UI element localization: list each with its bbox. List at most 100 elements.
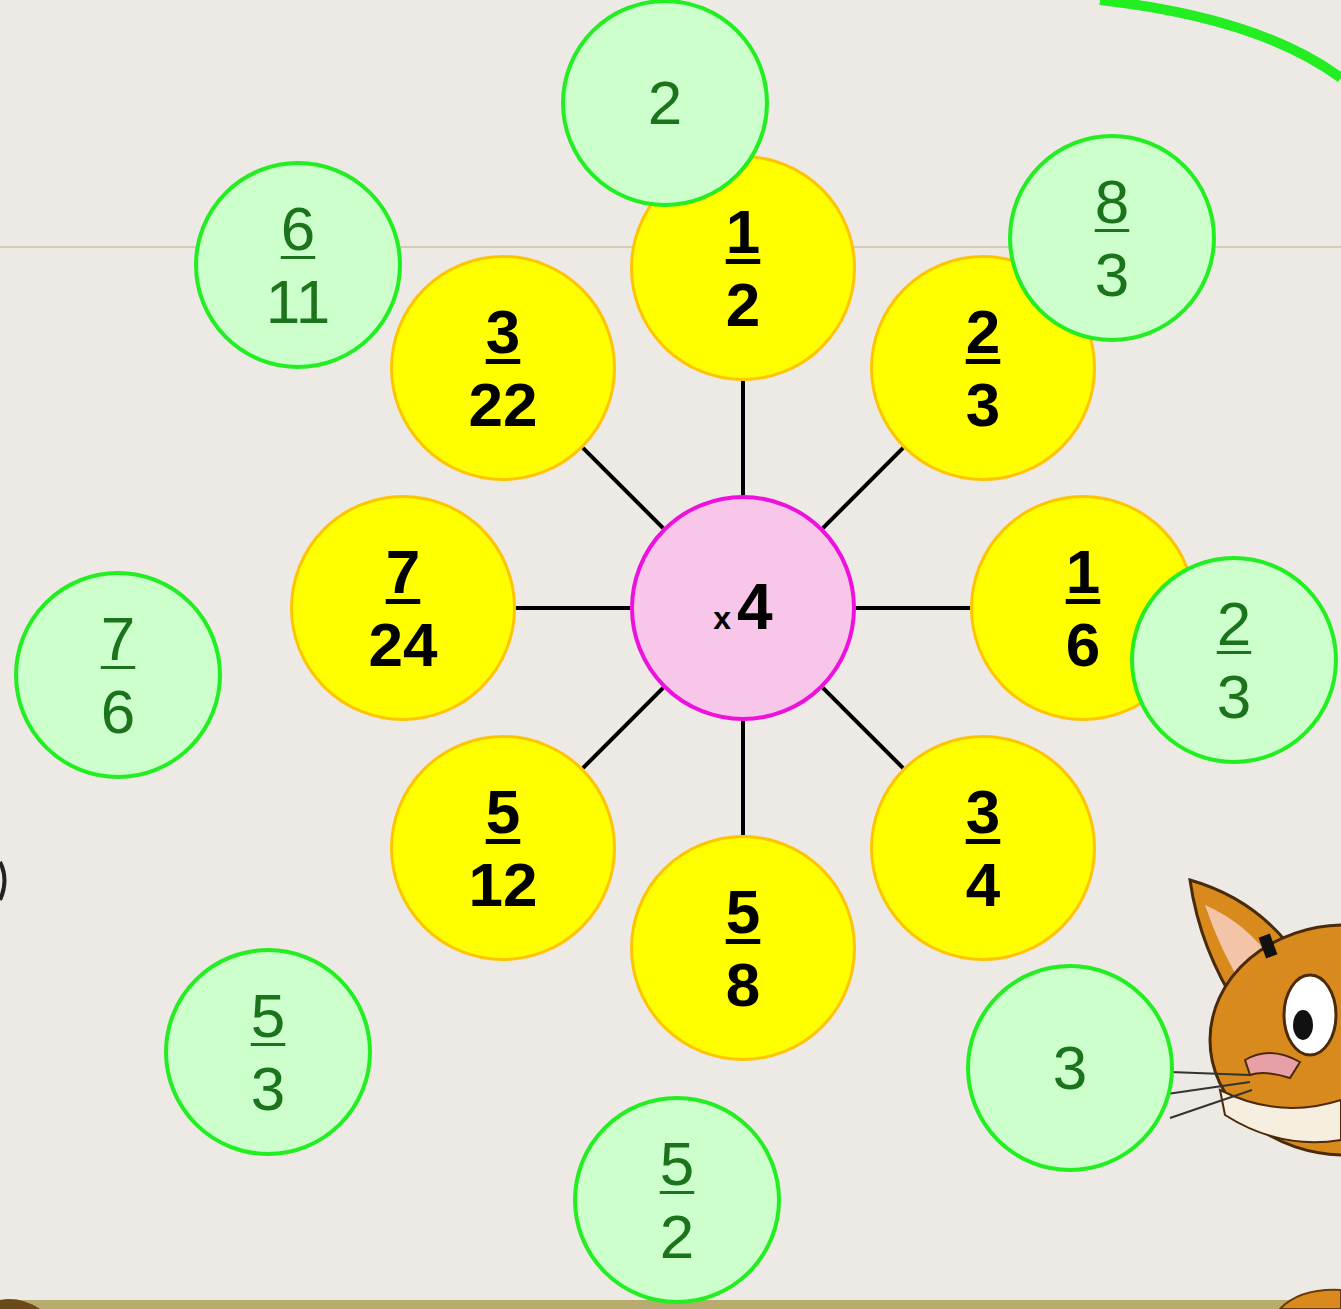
cat-pupil (1293, 1010, 1313, 1040)
denominator: 3 (251, 1052, 285, 1125)
circle-text: 3 (1053, 1031, 1087, 1104)
denominator: 22 (469, 368, 538, 441)
spoke-line (583, 448, 663, 528)
spoke-line (856, 606, 970, 610)
fraction-circle: 34 (870, 735, 1096, 961)
circle-shape (1010, 136, 1214, 340)
fraction-circle: 322 (390, 255, 616, 481)
circle-shape (16, 573, 220, 777)
circle-outline (14, 571, 222, 779)
numerator: 5 (251, 979, 285, 1052)
circle-outline (290, 495, 516, 721)
whole-number: 2 (648, 66, 682, 139)
circle-shape (872, 737, 1095, 960)
circle-outline (164, 948, 372, 1156)
cat-eye (1284, 975, 1336, 1055)
circle-text: 12 (726, 195, 760, 341)
multiplier-number: 4 (737, 570, 773, 646)
circle-shape (632, 837, 855, 1060)
numerator: 5 (486, 775, 520, 848)
circle-shape (632, 497, 854, 719)
spoke-line (823, 448, 903, 528)
cat-head (1210, 925, 1341, 1155)
numerator: 3 (966, 775, 1000, 848)
circle-outline (630, 835, 856, 1061)
cat-tail (1280, 1290, 1341, 1309)
spoke-line (823, 688, 903, 768)
circle-text: 16 (1066, 535, 1100, 681)
circle-outline (390, 735, 616, 961)
circle-outline (194, 161, 402, 369)
denominator: 6 (101, 675, 135, 748)
circle-shape (292, 497, 515, 720)
answer-circle: 76 (14, 571, 222, 779)
circle-text: 2 (648, 66, 682, 139)
numerator: 1 (726, 195, 760, 268)
denominator: 3 (1217, 660, 1251, 733)
numerator: 6 (281, 192, 315, 265)
answer-circle: 611 (194, 161, 402, 369)
circle-shape (968, 966, 1172, 1170)
cat-stripe (1259, 934, 1278, 959)
numerator: 7 (386, 535, 420, 608)
numerator: 7 (101, 602, 135, 675)
numerator: 5 (660, 1127, 694, 1200)
circle-text: 83 (1095, 165, 1129, 311)
cat-whiskers (1160, 1072, 1252, 1118)
fraction-circle: 512 (390, 735, 616, 961)
cat-muzzle (1220, 1090, 1341, 1142)
denominator: 2 (660, 1200, 694, 1273)
circle-text: 52 (660, 1127, 694, 1273)
numerator: 2 (966, 295, 1000, 368)
denominator: 24 (369, 608, 438, 681)
circle-text: 23 (966, 295, 1000, 441)
denominator: 11 (266, 265, 330, 338)
circle-outline (573, 1096, 781, 1304)
numerator: 8 (1095, 165, 1129, 238)
multiplier-circle: x4 (630, 495, 856, 721)
circle-text: 724 (369, 535, 438, 681)
answer-circle: 23 (1130, 556, 1338, 764)
fraction-circle: 58 (630, 835, 856, 1061)
cat-nose (1245, 1053, 1300, 1078)
denominator: 3 (966, 368, 1000, 441)
answer-circle: 3 (966, 964, 1174, 1172)
circle-outline (1130, 556, 1338, 764)
circle-shape (392, 257, 615, 480)
circle-outline (1008, 134, 1216, 342)
circle-shape (392, 737, 615, 960)
answer-circle: 52 (573, 1096, 781, 1304)
circle-text: x4 (713, 570, 772, 646)
numerator: 1 (1066, 535, 1100, 608)
circle-text: 76 (101, 602, 135, 748)
answer-circle: 83 (1008, 134, 1216, 342)
circle-shape (1132, 558, 1336, 762)
circle-shape (196, 163, 400, 367)
numerator: 3 (486, 295, 520, 368)
denominator: 8 (726, 948, 760, 1021)
circle-outline (870, 735, 1096, 961)
circle-text: 322 (469, 295, 538, 441)
edge-shape (0, 1299, 40, 1309)
spoke-line (516, 606, 630, 610)
denominator: 4 (966, 848, 1000, 921)
circle-shape (166, 950, 370, 1154)
edge-shape (0, 862, 5, 900)
denominator: 3 (1095, 238, 1129, 311)
spoke-line (741, 721, 745, 835)
fraction-circle: 724 (290, 495, 516, 721)
circle-text: 53 (251, 979, 285, 1125)
circle-shape (575, 1098, 779, 1302)
green-arc (1100, 0, 1341, 78)
numerator: 2 (1217, 587, 1251, 660)
circle-text: 34 (966, 775, 1000, 921)
whole-number: 3 (1053, 1031, 1087, 1104)
cat-illustration (1160, 880, 1341, 1155)
circle-outline (390, 255, 616, 481)
circle-text: 58 (726, 875, 760, 1021)
spoke-line (583, 688, 663, 768)
answer-circle: 2 (561, 0, 769, 207)
numerator: 5 (726, 875, 760, 948)
circle-text: 512 (469, 775, 538, 921)
